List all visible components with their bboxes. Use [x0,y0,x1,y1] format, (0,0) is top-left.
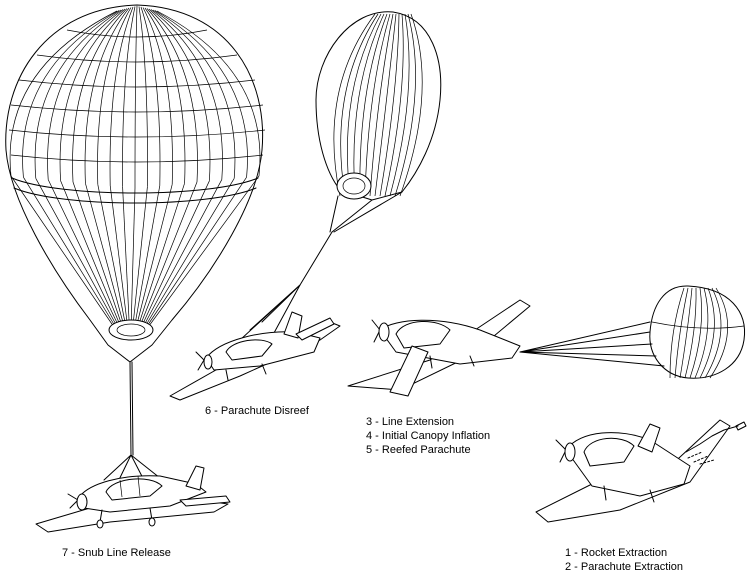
aircraft-stage7 [35,454,231,533]
stage-3-label: 3 - Line Extension [366,416,455,428]
stage-4-label: 4 - Initial Canopy Inflation [366,430,491,442]
aircraft-stage6 [169,311,341,401]
stage-5-label: 5 - Reefed Parachute [366,444,471,456]
disreef-lines [239,191,403,345]
reefed-canopy [649,285,746,379]
aircraft-stage3-5 [347,299,531,397]
aircraft-stage1-2 [535,419,731,523]
rocket-trail [685,421,747,465]
stage-2-label: 2 - Parachute Extraction [565,561,684,573]
stage-6-label: 6 - Parachute Disreef [205,405,309,417]
stage-1-label: 1 - Rocket Extraction [565,547,668,559]
riser-line [129,361,134,456]
reefed-lines [519,321,665,367]
disreef-canopy [315,11,442,201]
stage-7-label: 7 - Snub Line Release [62,547,171,559]
full-canopy [5,4,266,363]
